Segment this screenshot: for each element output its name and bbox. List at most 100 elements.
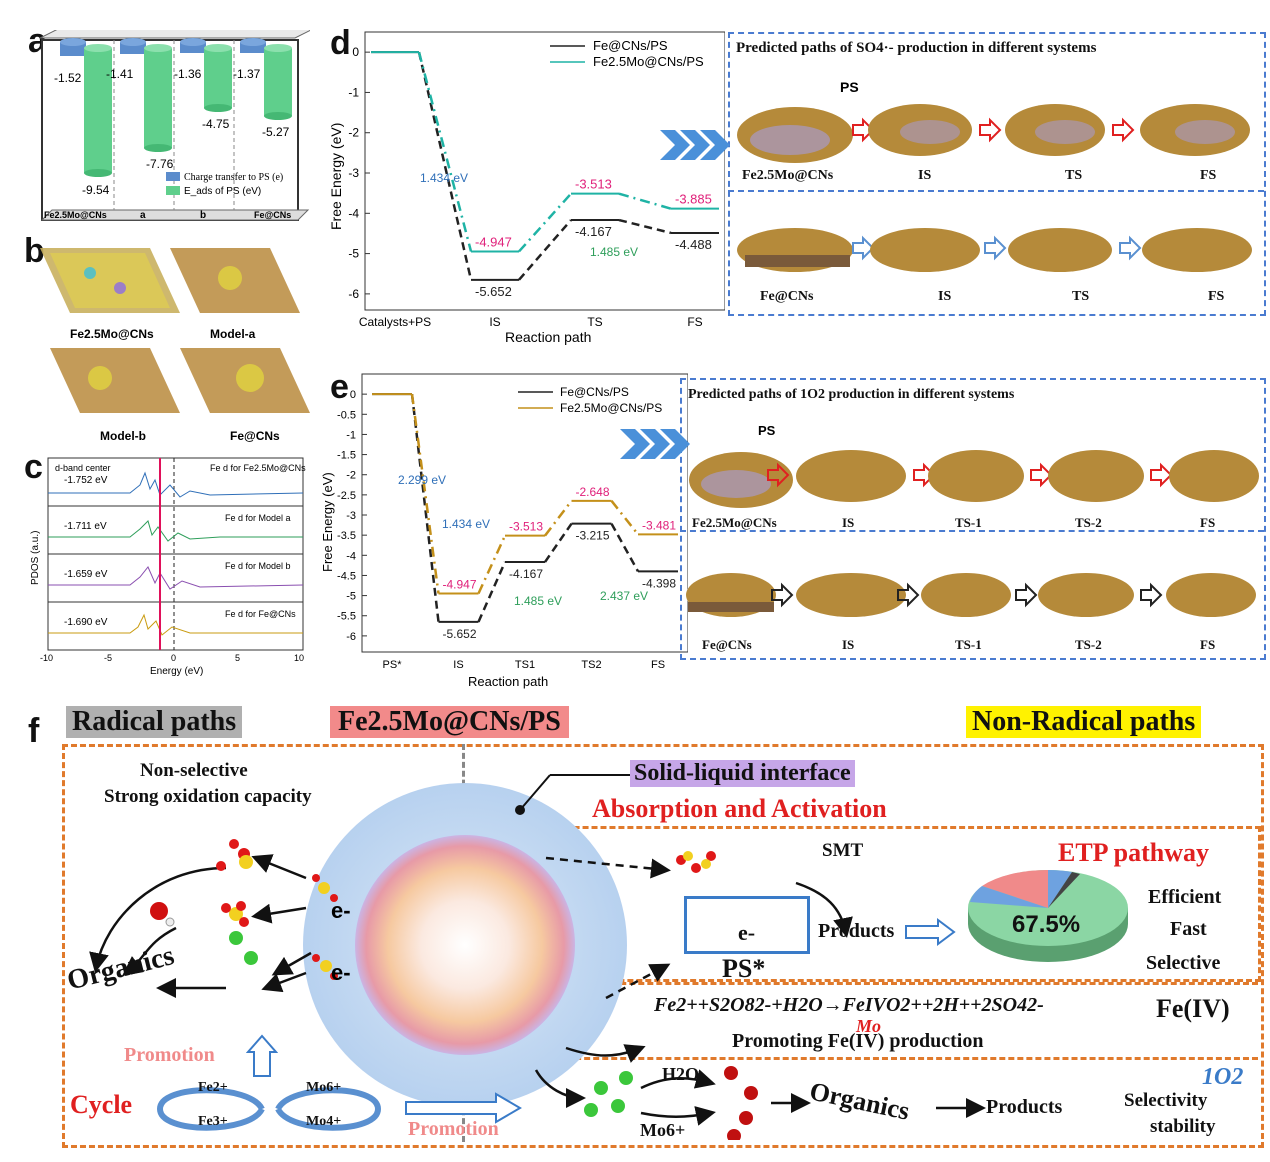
row-label: FS bbox=[1200, 637, 1216, 652]
panel-b-label: b bbox=[24, 232, 45, 270]
legend-label: E_ads of PS (eV) bbox=[184, 186, 261, 197]
header-radical: Radical paths bbox=[66, 706, 243, 738]
row-label: TS bbox=[1072, 289, 1090, 304]
structure-image bbox=[180, 348, 310, 413]
header-system: Fe2.5Mo@CNs/PS bbox=[330, 706, 569, 738]
barrier-annotation: 1.485 eV bbox=[514, 594, 562, 608]
x-tick: 10 bbox=[294, 653, 304, 663]
panel-f-arrows: e- e- bbox=[89, 839, 986, 1140]
panel-d-row1-structures: PS bbox=[737, 79, 1250, 163]
energy-connector bbox=[477, 561, 507, 623]
energy-value-label: -5.652 bbox=[475, 284, 512, 299]
hollow-up-arrow-icon bbox=[246, 1034, 278, 1077]
panel-d-row2-structures bbox=[737, 228, 1252, 272]
structure-label: Model-a bbox=[210, 327, 256, 341]
pdos-trace bbox=[48, 471, 304, 498]
structure-image bbox=[1142, 228, 1252, 272]
pdos-trace bbox=[48, 566, 304, 590]
structure-label: Model-b bbox=[100, 429, 146, 443]
ps-label: PS bbox=[758, 423, 776, 438]
mo6-label: Mo6+ bbox=[306, 1080, 342, 1095]
x-tick: Catalysts+PS bbox=[359, 315, 431, 329]
y-tick: -0.5 bbox=[337, 409, 356, 421]
legend-label: Fe@CNs/PS bbox=[560, 385, 629, 399]
row-label: TS-1 bbox=[955, 515, 982, 530]
structure-image bbox=[1005, 104, 1105, 156]
promotion-up-label: Promotion bbox=[124, 1044, 215, 1066]
trace-title: Fe d for Fe2.5Mo@CNs bbox=[210, 463, 306, 473]
panel-e-label: e bbox=[330, 368, 349, 406]
legend-swatch bbox=[166, 172, 180, 181]
structure-image bbox=[1166, 573, 1256, 617]
trace-value: -1.659 eV bbox=[64, 569, 108, 580]
panel-e-row2-structures bbox=[686, 573, 1256, 617]
row-label: TS-2 bbox=[1075, 637, 1102, 652]
structure-image bbox=[689, 452, 793, 508]
y-tick: 0 bbox=[352, 45, 359, 59]
y-tick: 0 bbox=[350, 389, 356, 401]
x-axis-label: Reaction path bbox=[468, 674, 548, 689]
ps-star-label: PS* bbox=[722, 954, 766, 983]
row-label: TS bbox=[1065, 168, 1083, 183]
panel-d-box-title: Predicted paths of SO4·- production in d… bbox=[736, 40, 1097, 56]
promoting-label: Promoting Fe(IV) production bbox=[732, 1030, 984, 1052]
x-tick: -5 bbox=[104, 653, 112, 663]
x-tick: IS bbox=[489, 315, 500, 329]
fe-iv-label: Fe(IV) bbox=[1156, 994, 1230, 1023]
ps-box bbox=[684, 896, 810, 954]
y-tick: -4 bbox=[348, 206, 359, 220]
energy-value-label: -4.398 bbox=[642, 576, 676, 590]
structure-image bbox=[928, 450, 1024, 502]
row-label: Fe2.5Mo@CNs bbox=[742, 168, 834, 183]
structure-image bbox=[50, 348, 180, 413]
chevron-arrows-icon bbox=[620, 429, 690, 459]
header-system-text: Fe2.5Mo@CNs/PS bbox=[338, 706, 561, 737]
category-label: b bbox=[200, 210, 206, 221]
y-tick: -5 bbox=[346, 591, 356, 603]
structure-image bbox=[796, 450, 906, 502]
structure-image bbox=[737, 107, 853, 163]
energy-connector bbox=[417, 51, 473, 281]
energy-value-label: -3.885 bbox=[675, 192, 712, 207]
trace-title: Fe d for Model a bbox=[225, 513, 291, 523]
legend-label: Fe@CNs/PS bbox=[593, 38, 668, 53]
smt-label: SMT bbox=[822, 840, 864, 861]
row-label: IS bbox=[842, 515, 855, 530]
panel-d-paths-box bbox=[728, 32, 1266, 316]
panel-b-structures: Fe2.5Mo@CNs Model-a Model-b Fe@CNs bbox=[40, 248, 310, 443]
energy-connector bbox=[518, 219, 572, 281]
y-tick: -2 bbox=[348, 126, 359, 140]
charge-label: -1.36 bbox=[174, 67, 202, 81]
feiv-region bbox=[530, 982, 1258, 1060]
energy-value-label: -5.652 bbox=[443, 627, 477, 641]
mo-label: Mo bbox=[856, 1016, 882, 1036]
row-label: FS bbox=[1208, 289, 1225, 304]
energy-value-label: -3.513 bbox=[575, 177, 612, 192]
energy-value-label: -3.513 bbox=[509, 520, 543, 534]
promotion-right-label: Promotion bbox=[408, 1118, 499, 1140]
row-label: TS-1 bbox=[955, 637, 982, 652]
energy-value-label: -3.215 bbox=[576, 529, 610, 543]
nonselective-text: Non-selective bbox=[140, 760, 248, 781]
energy-value-label: -3.481 bbox=[642, 518, 676, 532]
etp-label: ETP pathway bbox=[1058, 838, 1209, 867]
legend-swatch bbox=[166, 186, 180, 195]
energy-connector bbox=[543, 522, 573, 563]
structure-image bbox=[868, 104, 972, 156]
energy-connector bbox=[610, 523, 640, 572]
structure-image bbox=[1140, 104, 1250, 156]
x-tick: TS1 bbox=[515, 659, 535, 671]
eads-bars bbox=[84, 44, 292, 177]
strong-ox-text: Strong oxidation capacity bbox=[104, 786, 312, 807]
pdos-trace bbox=[48, 613, 303, 636]
structure-image bbox=[737, 228, 853, 272]
ps-label: PS bbox=[840, 79, 859, 95]
barrier-annotation: 2.299 eV bbox=[398, 473, 446, 487]
electron-label: e- bbox=[738, 920, 756, 945]
x-tick: FS bbox=[687, 315, 702, 329]
panel-e-box-title: Predicted paths of 1O2 production in dif… bbox=[688, 387, 1015, 402]
row-label: IS bbox=[918, 168, 932, 183]
row-label: FS bbox=[1200, 515, 1216, 530]
category-label: a bbox=[140, 210, 146, 221]
